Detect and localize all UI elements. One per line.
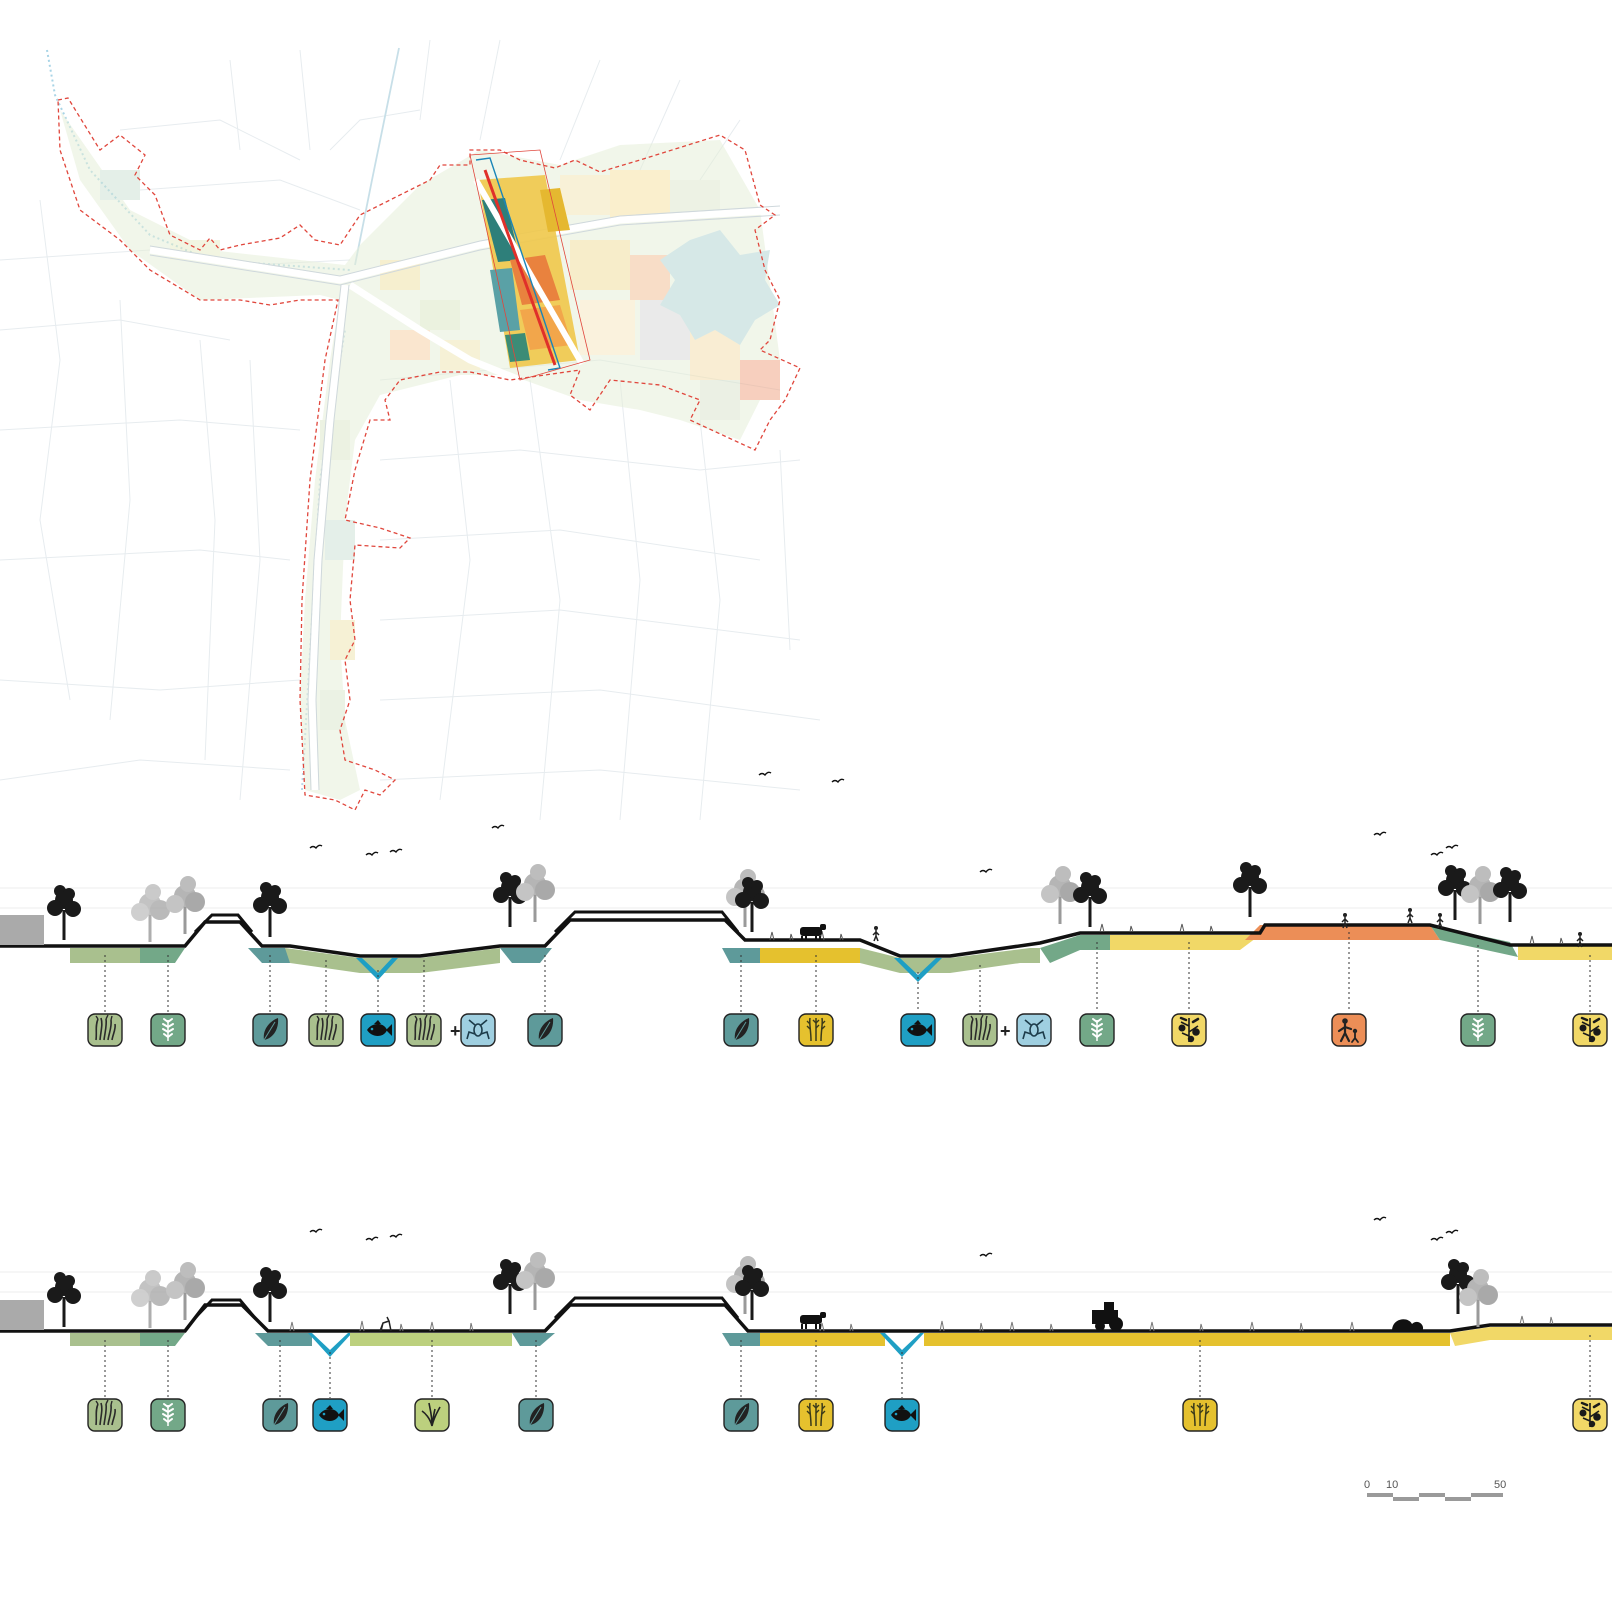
river-line: [354, 47, 400, 266]
zone-icon-fruit-icon: [1572, 1013, 1608, 1047]
zone-icon-grain-icon: [798, 1013, 834, 1047]
zone-icon-fish-icon: [360, 1013, 396, 1047]
zone-icon-wheat-icon: [1079, 1013, 1115, 1047]
shrub-silhouette: [1392, 1319, 1424, 1331]
zone-icon-fish-icon: [884, 1398, 920, 1432]
plus-sign: +: [1000, 1021, 1011, 1041]
zone-icon-reed-icon: [87, 1013, 123, 1047]
zone-icon-grain-icon: [798, 1398, 834, 1432]
zone-icon-fish-icon: [312, 1398, 348, 1432]
zone-icon-wheat-icon: [1460, 1013, 1496, 1047]
zone-icon-fruit-icon: [1171, 1013, 1207, 1047]
tractor-silhouette: [1092, 1302, 1123, 1331]
site-map: [0, 39, 821, 821]
zone-icon-reed-icon: [87, 1398, 123, 1432]
section-2-zones: [70, 1327, 1612, 1357]
scale-label-10: 10: [1386, 1479, 1398, 1491]
zone-icon-reed-icon: [406, 1013, 442, 1047]
zone-icon-grass-icon: [414, 1398, 450, 1432]
scale-label-50: 50: [1494, 1479, 1506, 1491]
zone-icon-leaf-icon: [252, 1013, 288, 1047]
scale-label-0: 0: [1364, 1479, 1370, 1491]
zone-icon-reed-icon: [962, 1013, 998, 1047]
building-block: [0, 915, 44, 945]
section-1-zones: [70, 925, 1612, 982]
zone-icon-leaf-icon: [723, 1398, 759, 1432]
cross-section-1: + +: [0, 771, 1612, 1047]
zone-icon-fruit-icon: [1572, 1398, 1608, 1432]
highway: [149, 206, 781, 791]
plus-sign: +: [450, 1021, 461, 1041]
zone-icon-leaf-icon: [723, 1013, 759, 1047]
section-2-icons: [87, 1398, 1608, 1432]
section-1-icons: [87, 1013, 1608, 1047]
street-network: [0, 39, 821, 821]
zone-icon-people-icon: [1331, 1013, 1367, 1047]
section-line: [483, 169, 557, 366]
project-boundary: [57, 97, 801, 811]
building-block: [0, 1300, 44, 1330]
zone-icon-leaf-icon: [527, 1013, 563, 1047]
zone-icon-fish-icon: [900, 1013, 936, 1047]
zone-icon-grain-icon: [1182, 1398, 1218, 1432]
zone-icon-wheat-icon: [150, 1013, 186, 1047]
zone-icon-frog-icon: [460, 1013, 496, 1047]
section-1-ground: [0, 918, 1612, 958]
scale-bar: 0 10 50: [1364, 1479, 1506, 1501]
zone-icon-reed-icon: [308, 1013, 344, 1047]
zone-icon-wheat-icon: [150, 1398, 186, 1432]
zone-icon-frog-icon: [1016, 1013, 1052, 1047]
cross-section-2: [0, 1216, 1612, 1432]
zone-icon-leaf-icon: [518, 1398, 554, 1432]
zone-icon-leaf-icon: [262, 1398, 298, 1432]
